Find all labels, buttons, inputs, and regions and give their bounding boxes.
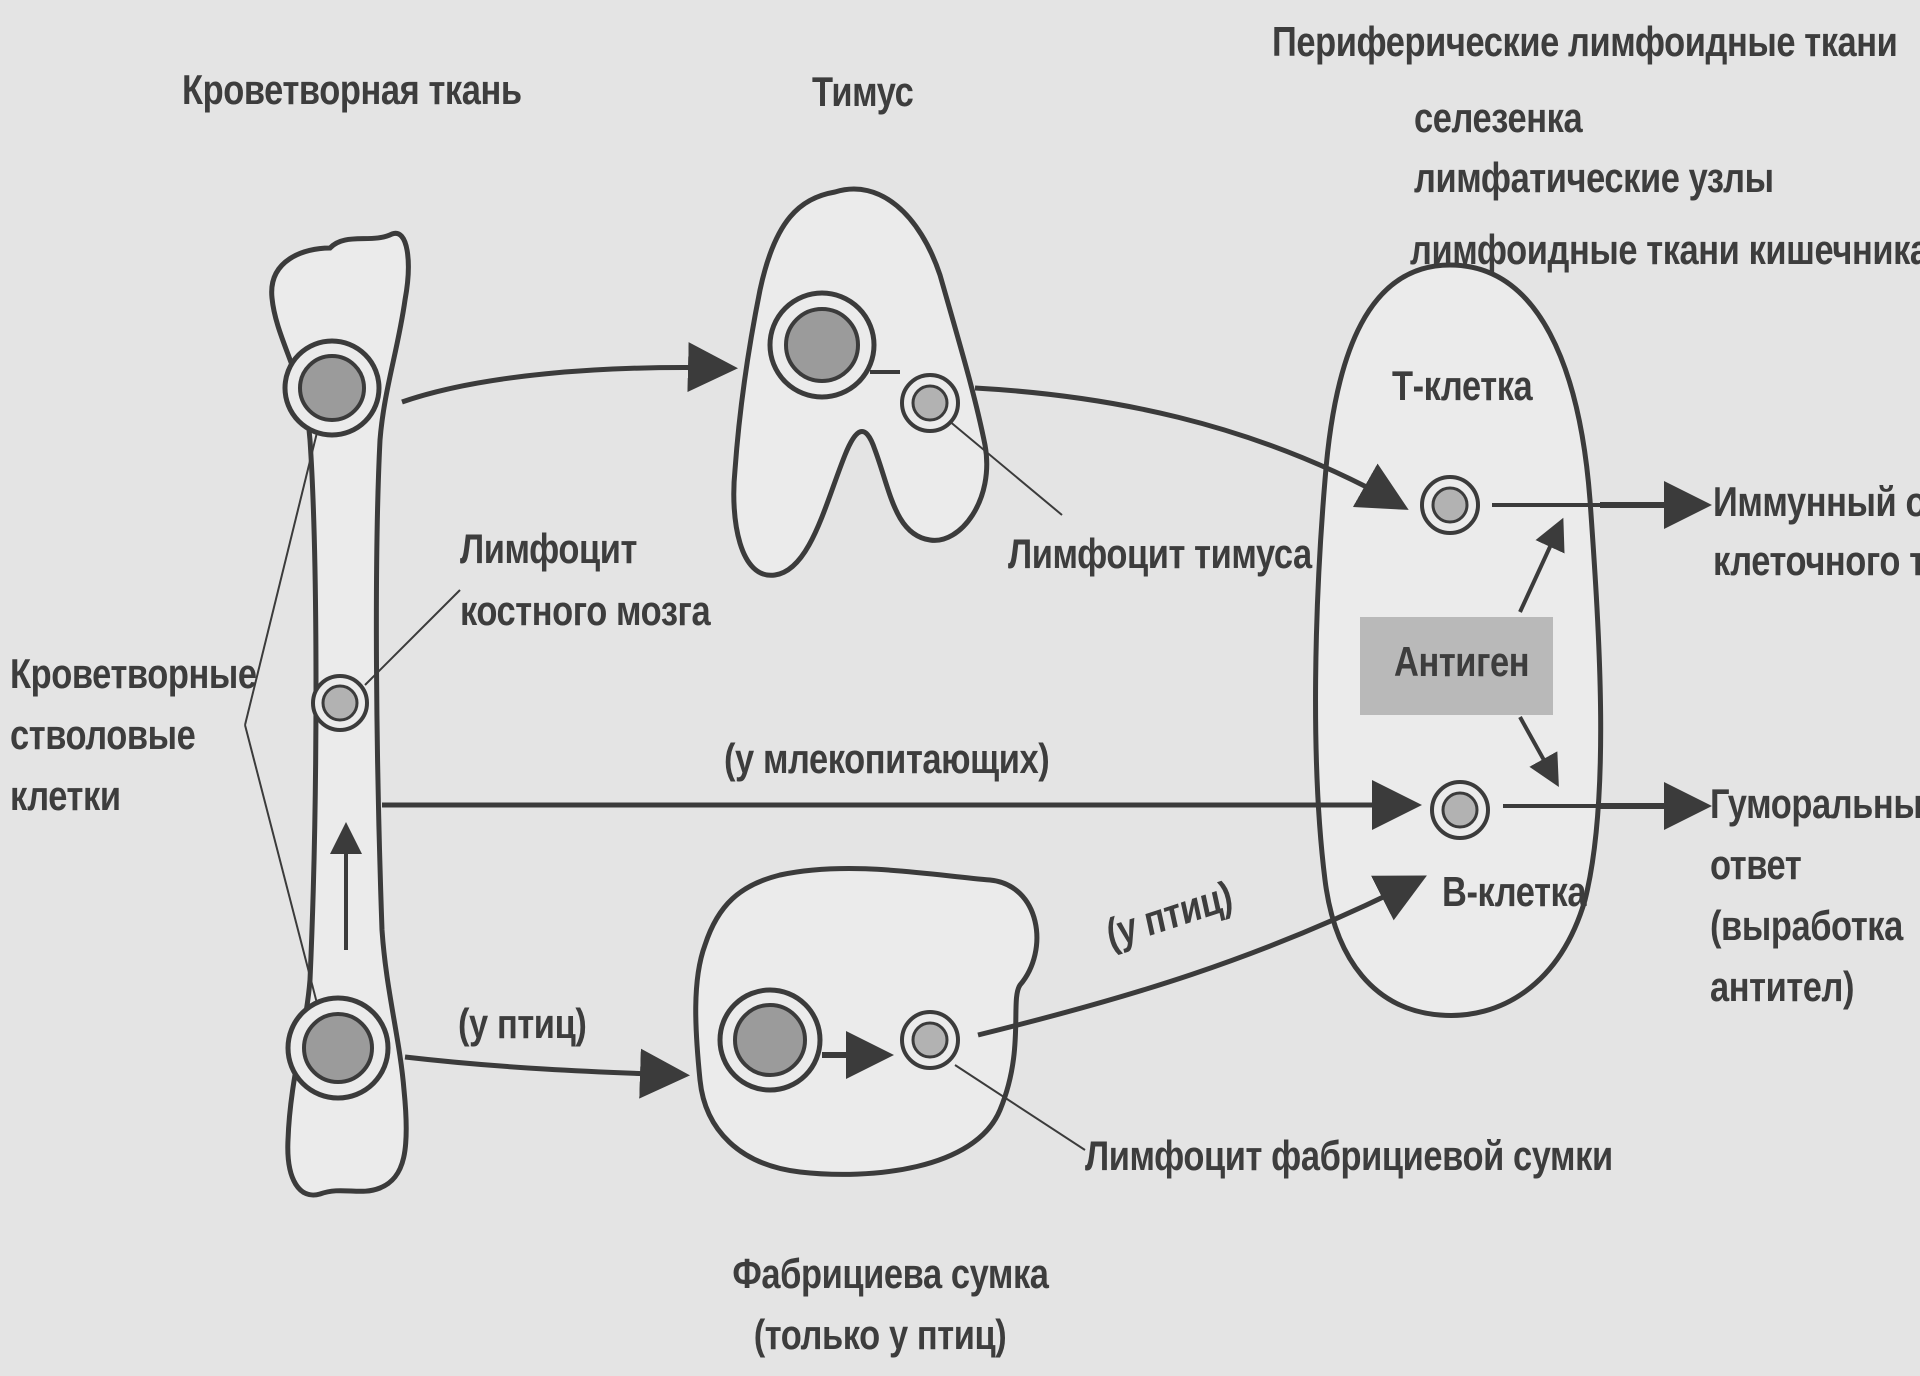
label-birds-path-to-bursa: (у птиц) [458, 1000, 586, 1047]
label-bone-marrow-lymphocyte: Лимфоцит костного мозга [460, 525, 710, 634]
b-cell [1432, 782, 1488, 838]
label-bone-marrow-lymphocyte-line2: костного мозга [460, 587, 710, 634]
label-b-cell: В-клетка [1442, 868, 1586, 915]
label-bursa-lymphocyte: Лимфоцит фабрициевой сумки [1085, 1132, 1613, 1179]
label-thymus-lymphocyte: Лимфоцит тимуса [1008, 530, 1312, 577]
stem-cell-top [285, 341, 379, 435]
label-immune-response-line1: Иммунный от [1713, 478, 1920, 525]
bursa-large-cell [720, 990, 820, 1090]
label-t-cell: Т-клетка [1392, 362, 1532, 409]
label-antigen: Антиген [1394, 638, 1529, 685]
label-bursa: Фабрициева сумка (только у птиц) [732, 1250, 1027, 1358]
label-gut-lymphoid-tissue: лимфоидные ткани кишечника [1410, 226, 1920, 273]
arrow-marrow-to-bursa [405, 1057, 680, 1075]
label-humoral-response-line4: антител) [1710, 963, 1920, 1010]
bursa-lymphocyte-cell [902, 1012, 958, 1068]
label-immune-response-line2: клеточного ти [1713, 537, 1920, 584]
stem-cell-bottom [288, 998, 388, 1098]
label-immune-response: Иммунный от клеточного ти [1713, 478, 1920, 584]
label-stem-cells-line3: клетки [10, 772, 257, 819]
label-bursa-line2: (только у птиц) [732, 1311, 1027, 1358]
thymus-lymphocyte-cell [902, 375, 958, 431]
label-spleen: селезенка [1414, 94, 1582, 141]
arrow-marrow-to-thymus [402, 367, 728, 402]
label-humoral-response: Гуморальный ответ (выработка антител) [1710, 780, 1920, 1010]
label-thymus: Тимус [812, 68, 913, 115]
label-stem-cells-line1: Кроветворные [10, 650, 257, 697]
label-hematopoietic-tissue: Кроветворная ткань [182, 66, 522, 113]
label-humoral-response-line3: (выработка [1710, 902, 1920, 949]
t-cell [1422, 477, 1478, 533]
bone-marrow-lymphocyte-cell [313, 676, 367, 730]
label-stem-cells: Кроветворные стволовые клетки [10, 650, 257, 819]
label-bursa-line1: Фабрициева сумка [732, 1250, 1027, 1297]
thymus-large-cell [770, 293, 874, 397]
label-stem-cells-line2: стволовые [10, 711, 257, 758]
label-bone-marrow-lymphocyte-line1: Лимфоцит [460, 525, 710, 572]
label-humoral-response-line2: ответ [1710, 841, 1920, 888]
label-humoral-response-line1: Гуморальный [1710, 780, 1920, 827]
label-peripheral-title: Периферические лимфоидные ткани [1272, 18, 1897, 65]
label-mammals: (у млекопитающих) [724, 735, 1049, 782]
label-lymph-nodes: лимфатические узлы [1414, 154, 1774, 201]
